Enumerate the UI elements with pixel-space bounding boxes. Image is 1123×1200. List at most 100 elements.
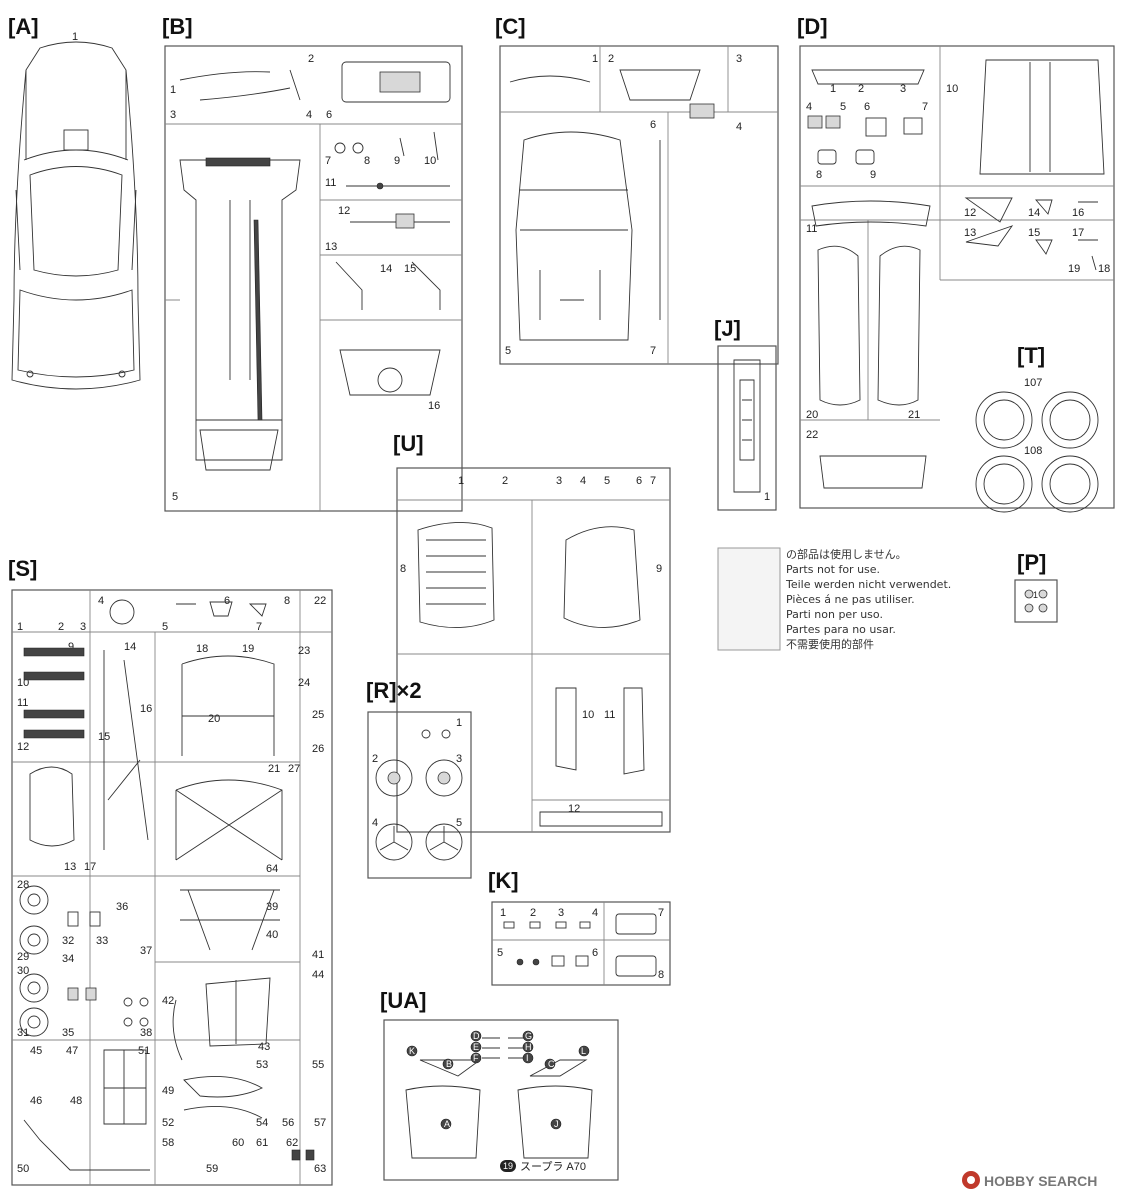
part-S28: 28 [17, 879, 29, 891]
part-D17: 17 [1072, 227, 1084, 239]
part-U9: 9 [656, 563, 662, 575]
part-B6: 6 [326, 109, 332, 121]
part-S43: 43 [258, 1041, 270, 1053]
S-parts-drawings [19, 599, 315, 1171]
sheet-UA: [UA] A B C D E F G H I J K L [380, 988, 619, 1181]
part-B16: 16 [428, 400, 440, 412]
part-S6: 6 [224, 595, 230, 607]
mask-D: D [473, 1031, 480, 1041]
part-D14: 14 [1028, 207, 1040, 219]
part-S55: 55 [312, 1059, 324, 1071]
part-T107: 107 [1024, 377, 1042, 389]
part-C2: 2 [608, 53, 614, 65]
part-R1: 1 [456, 717, 462, 729]
part-B5: 5 [172, 491, 178, 503]
label-B: [B] [162, 14, 193, 39]
part-B8: 8 [364, 155, 370, 167]
S-part-numbers: 1 2 3 4 5 6 7 8 9 10 11 12 13 14 15 16 1… [17, 595, 326, 1175]
decal-text: スープラ A70 [520, 1160, 586, 1173]
part-S51: 51 [138, 1045, 150, 1057]
part-S18: 18 [196, 643, 208, 655]
part-D6: 6 [864, 101, 870, 113]
part-S26: 26 [312, 743, 324, 755]
note-italian: Parti non per uso. [786, 608, 883, 621]
part-A1: 1 [72, 31, 78, 43]
part-U1: 1 [458, 475, 464, 487]
part-U3: 3 [556, 475, 562, 487]
part-S31: 31 [17, 1027, 29, 1039]
part-B12: 12 [338, 205, 350, 217]
part-D11: 11 [806, 223, 817, 235]
part-S48: 48 [70, 1095, 82, 1107]
part-D10: 10 [946, 83, 958, 95]
part-S8: 8 [284, 595, 290, 607]
part-P1: 1 [1033, 590, 1038, 600]
sheet-D: [D] 1 2 3 4 5 6 7 8 9 10 11 12 13 14 15 … [797, 14, 1115, 509]
part-R2: 2 [372, 753, 378, 765]
part-S60: 60 [232, 1137, 244, 1149]
parts-not-used-note: の部品は使用しません。 Parts not for use. Teile wer… [717, 547, 951, 651]
part-S5: 5 [162, 621, 168, 633]
interior-tub [509, 69, 715, 341]
part-S27: 27 [288, 763, 300, 775]
part-S56: 56 [282, 1117, 294, 1129]
part-S12: 12 [17, 741, 29, 753]
part-S61: 61 [256, 1137, 268, 1149]
window-glass-parts [417, 522, 663, 827]
part-S46: 46 [30, 1095, 42, 1107]
mask-E: E [473, 1042, 479, 1052]
part-K5: 5 [497, 947, 503, 959]
mask-L: L [581, 1046, 586, 1056]
part-S2: 2 [58, 621, 64, 633]
sheet-C: [C] 1 2 3 4 5 6 7 [495, 14, 779, 365]
part-J1: 1 [764, 491, 770, 503]
mask-A: A [444, 1119, 450, 1129]
part-S50: 50 [17, 1163, 29, 1175]
part-S25: 25 [312, 709, 324, 721]
part-S36: 36 [116, 901, 128, 913]
tire-set [975, 391, 1099, 513]
chassis-pan [179, 157, 301, 471]
part-C1: 1 [592, 53, 598, 65]
sheet-S: [S] 1 2 3 4 5 6 7 8 9 10 11 12 13 14 15 … [8, 556, 333, 1186]
note-spanish: Partes para no usar. [786, 623, 896, 636]
sheet-U: [U] 1 2 3 4 5 6 7 8 9 10 11 12 [393, 431, 671, 833]
part-S22: 22 [314, 595, 326, 607]
part-D22: 22 [806, 429, 818, 441]
part-D3: 3 [900, 83, 906, 95]
mask-F: F [473, 1053, 479, 1063]
part-S3: 3 [80, 621, 86, 633]
part-K6: 6 [592, 947, 598, 959]
part-D5: 5 [840, 101, 846, 113]
part-S33: 33 [96, 935, 108, 947]
mask-G: G [525, 1031, 532, 1041]
part-S42: 42 [162, 995, 174, 1007]
sheet-T: [T] 107 108 [975, 343, 1099, 513]
part-S62: 62 [286, 1137, 298, 1149]
part-S47: 47 [66, 1045, 78, 1057]
part-S34: 34 [62, 953, 74, 965]
part-S44: 44 [312, 969, 324, 981]
part-S57: 57 [314, 1117, 326, 1129]
part-S20: 20 [208, 713, 220, 725]
label-U: [U] [393, 431, 424, 456]
part-U11: 11 [604, 709, 615, 721]
mask-shapes [405, 1030, 593, 1159]
part-K8: 8 [658, 969, 664, 981]
sheet-J: [J] 1 [714, 316, 777, 511]
mask-I: I [526, 1053, 529, 1063]
part-D16: 16 [1072, 207, 1084, 219]
part-S53: 53 [256, 1059, 268, 1071]
part-S41: 41 [312, 949, 324, 961]
part-B1: 1 [170, 84, 176, 96]
part-D9: 9 [870, 169, 876, 181]
body-panels [807, 59, 1105, 489]
part-U12: 12 [568, 803, 580, 815]
part-U5: 5 [604, 475, 610, 487]
mask-B: B [446, 1059, 452, 1069]
part-C5: 5 [505, 345, 511, 357]
part-S23: 23 [298, 645, 310, 657]
part-R4: 4 [372, 817, 378, 829]
part-K2: 2 [530, 907, 536, 919]
part-B10: 10 [424, 155, 436, 167]
